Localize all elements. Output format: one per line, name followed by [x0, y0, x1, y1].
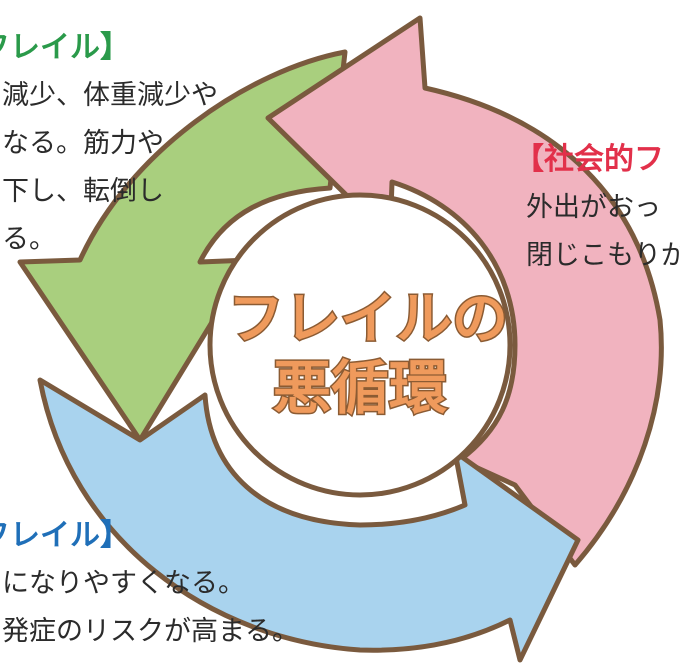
center-title-line1: フレイルの [228, 287, 508, 352]
green-arrow [17, 49, 348, 443]
pink-arrow [265, 15, 664, 568]
mental-frailty-heading: フレイル】 [0, 518, 130, 553]
physical-frailty-heading: フレイル】 [0, 30, 130, 65]
center-disc [207, 192, 513, 498]
physical-frailty-line-1: 減少、体重減少や [2, 80, 218, 111]
center-title-line2: 悪循環 [273, 354, 447, 422]
social-frailty-text: 【社会的フ 外出がおっ 閉じこもりが [514, 136, 680, 280]
physical-frailty-line-4: る。 [2, 224, 56, 255]
social-frailty-heading: 【社会的フ [514, 142, 664, 177]
mental-frailty-line-2: 発症のリスクが高まる。 [2, 616, 299, 647]
mental-frailty-line-1: になりやすくなる。 [2, 568, 245, 599]
physical-frailty-line-2: なる。筋力や [2, 128, 164, 159]
mental-frailty-text: フレイル】 になりやすくなる。 発症のリスクが高まる。 [0, 512, 299, 656]
physical-frailty-text: フレイル】 減少、体重減少や なる。筋力や 下し、転倒し る。 [0, 24, 218, 264]
blue-arrow [37, 377, 581, 663]
social-frailty-line-1: 外出がおっ [526, 192, 661, 223]
social-frailty-line-2: 閉じこもりが [526, 240, 680, 271]
physical-frailty-line-3: 下し、転倒し [2, 176, 164, 207]
